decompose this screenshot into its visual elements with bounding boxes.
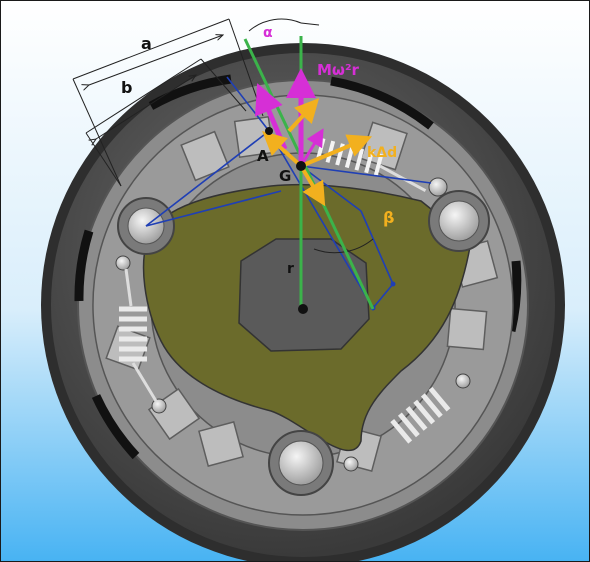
hub (238, 238, 370, 352)
spring-force-vectors (262, 98, 373, 207)
dimension-lines (72, 18, 374, 254)
spring-force-label: kΔd (367, 145, 397, 161)
coil-spring-icon (390, 386, 451, 444)
center-marker (298, 304, 308, 314)
angle-alpha-label: α (263, 25, 273, 41)
radius-r-label: r (287, 261, 294, 277)
dimension-a-label: a (141, 34, 152, 53)
point-G-label: G (279, 167, 291, 185)
coil-spring-icon (119, 268, 158, 402)
angle-beta-label: β (383, 208, 394, 227)
pivot-pin-icon (428, 190, 490, 252)
point-A-marker (265, 127, 273, 135)
point-A-label: A (257, 147, 269, 165)
centrifugal-force-label: Mω²r (317, 61, 360, 79)
construction-lines (145, 76, 432, 309)
dimension-b-label: b (121, 78, 132, 97)
pivot-pin-icon (268, 430, 334, 496)
point-G-marker (296, 161, 306, 171)
